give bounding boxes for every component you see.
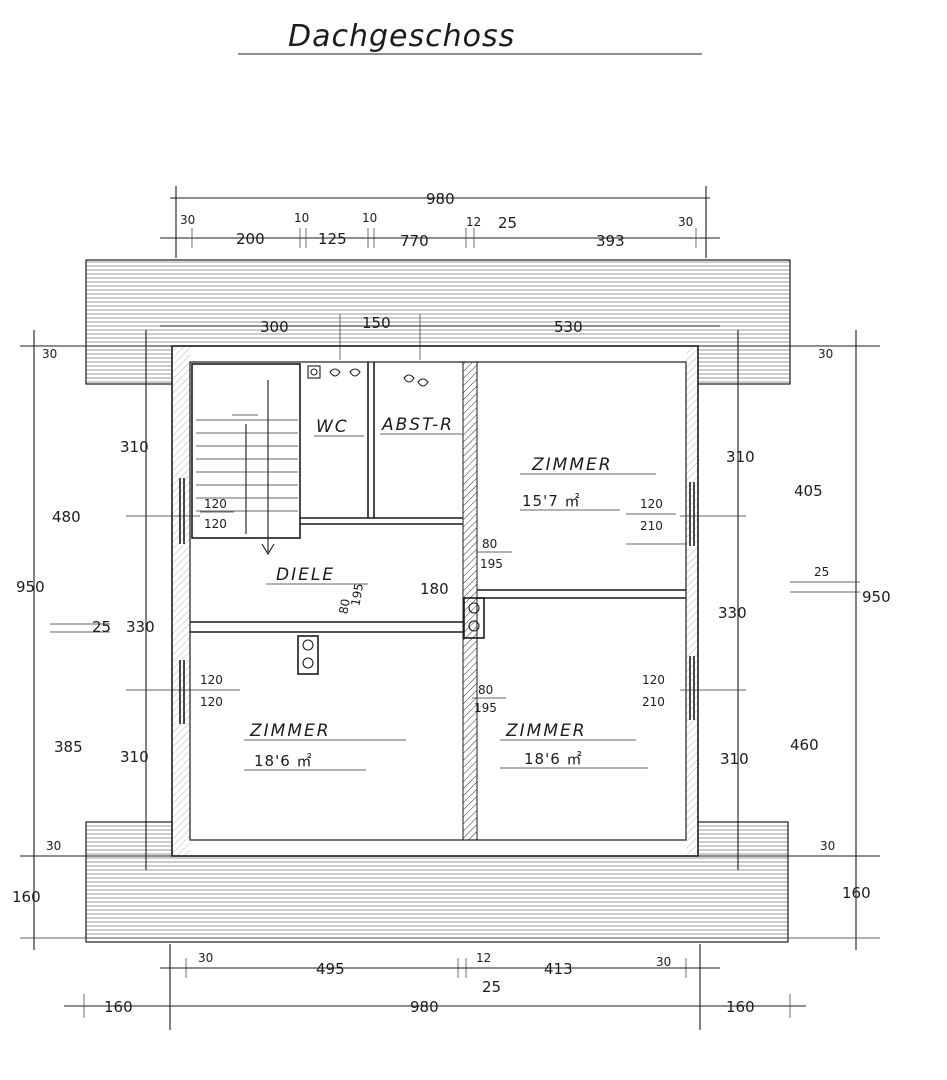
dim-window-120-e: 120 bbox=[200, 695, 223, 709]
room-label-abst: ABST-R bbox=[381, 415, 454, 435]
dim-bottom-30-left: 30 bbox=[198, 951, 213, 965]
dim-right-310-a: 310 bbox=[726, 448, 755, 466]
dim-right-405: 405 bbox=[794, 482, 823, 500]
room-label-zimmer-se: ZIMMER bbox=[505, 721, 587, 741]
dim-bottom-413: 413 bbox=[544, 960, 573, 978]
room-label-zimmer-sw: ZIMMER bbox=[249, 721, 331, 741]
chimney-sw bbox=[297, 635, 319, 675]
dim-diele-80: 80 bbox=[336, 598, 352, 615]
room-label-zimmer-ne: ZIMMER bbox=[531, 455, 613, 475]
chimney bbox=[463, 597, 485, 639]
room-area-zimmer-ne: 15'7 ㎡ bbox=[522, 492, 581, 510]
wall-west bbox=[172, 346, 190, 856]
dim-window-120-f: 120 bbox=[642, 673, 665, 687]
dim-bottom-495: 495 bbox=[316, 960, 345, 978]
dim-right-160: 160 bbox=[842, 884, 871, 902]
dim-left-310-b: 310 bbox=[120, 748, 149, 766]
staircase bbox=[191, 363, 301, 556]
dim-inner-530: 530 bbox=[554, 318, 583, 336]
dim-left-160: 160 bbox=[12, 888, 41, 906]
dim-top-30-left: 30 bbox=[180, 213, 195, 227]
dim-bottom-25: 25 bbox=[482, 978, 501, 996]
dim-top-125: 125 bbox=[318, 230, 347, 248]
dim-bottom-160-left: 160 bbox=[104, 998, 133, 1016]
dim-right-330: 330 bbox=[718, 604, 747, 622]
dim-right-30: 30 bbox=[818, 347, 833, 361]
dimension-lines-bottom bbox=[64, 944, 806, 1030]
dim-door-195-a: 195 bbox=[480, 557, 503, 571]
dim-top-30-right: 30 bbox=[678, 215, 693, 229]
dim-left-310-a: 310 bbox=[120, 438, 149, 456]
dim-bottom-160-right: 160 bbox=[726, 998, 755, 1016]
wc-fixtures bbox=[307, 365, 429, 387]
dim-window-120-a: 120 bbox=[204, 497, 227, 511]
plan-title: Dachgeschoss bbox=[288, 19, 515, 54]
dim-top-10-b: 10 bbox=[362, 211, 377, 225]
dim-right-460: 460 bbox=[790, 736, 819, 754]
wall-east bbox=[686, 346, 698, 856]
dim-right-25: 25 bbox=[814, 565, 829, 579]
dim-left-480: 480 bbox=[52, 508, 81, 526]
dim-right-950: 950 bbox=[862, 588, 891, 606]
dim-inner-150: 150 bbox=[362, 314, 391, 332]
dimension-lines-sides bbox=[20, 330, 880, 950]
dim-window-210-a: 210 bbox=[640, 519, 663, 533]
room-area-zimmer-se: 18'6 ㎡ bbox=[524, 750, 583, 768]
dim-diele-180: 180 bbox=[420, 580, 449, 598]
dimension-lines-top bbox=[160, 186, 720, 360]
dim-left-30-bottom: 30 bbox=[46, 839, 61, 853]
dim-bottom-980: 980 bbox=[410, 998, 439, 1016]
dim-diele-195: 195 bbox=[348, 582, 366, 607]
dim-top-10-a: 10 bbox=[294, 211, 309, 225]
dim-left-385: 385 bbox=[54, 738, 83, 756]
dim-window-210-b: 210 bbox=[642, 695, 665, 709]
dim-door-195-b: 195 bbox=[474, 701, 497, 715]
dim-top-770: 770 bbox=[400, 232, 429, 250]
dim-left-330: 330 bbox=[126, 618, 155, 636]
dim-window-120-c: 120 bbox=[640, 497, 663, 511]
dim-top-total: 980 bbox=[426, 190, 455, 208]
dim-window-120-b: 120 bbox=[204, 517, 227, 531]
dim-left-25: 25 bbox=[92, 618, 111, 636]
building-outline bbox=[171, 345, 699, 857]
room-area-zimmer-sw: 18'6 ㎡ bbox=[254, 752, 313, 770]
room-label-wc: WC bbox=[316, 417, 349, 437]
dim-right-310-b: 310 bbox=[720, 750, 749, 768]
dim-top-200: 200 bbox=[236, 230, 265, 248]
room-label-diele: DIELE bbox=[276, 565, 335, 585]
wall-central bbox=[462, 361, 478, 841]
dim-bottom-30-right: 30 bbox=[656, 955, 671, 969]
dim-left-30: 30 bbox=[42, 347, 57, 361]
dim-top-393: 393 bbox=[596, 232, 625, 250]
dim-top-25: 25 bbox=[498, 214, 517, 232]
dim-door-80-a: 80 bbox=[482, 537, 497, 551]
dim-right-30-bottom: 30 bbox=[820, 839, 835, 853]
dim-top-12: 12 bbox=[466, 215, 481, 229]
dim-door-80-b: 80 bbox=[478, 683, 493, 697]
dim-window-120-d: 120 bbox=[200, 673, 223, 687]
dim-left-950: 950 bbox=[16, 578, 45, 596]
dim-bottom-12: 12 bbox=[476, 951, 491, 965]
dim-inner-300: 300 bbox=[260, 318, 289, 336]
